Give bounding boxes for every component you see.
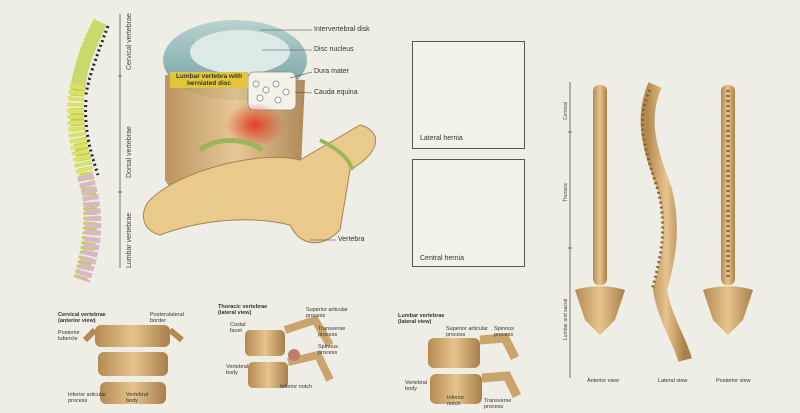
cervical-inferior-articular-process-label: Inferior articular process <box>68 392 107 404</box>
vertebra-label: Vertebra <box>338 236 365 243</box>
lumbar-superior-articular-process-label: Superior articular process <box>446 326 488 338</box>
lumbar-spinous-process-label: Spinous process <box>494 326 514 338</box>
anterior-view-label: Anterior view <box>587 378 619 384</box>
lumbar-transverse-process-label: Transverse process <box>484 398 512 410</box>
lumbar-vertebrae-figure <box>428 333 522 404</box>
spine-posterior-view <box>703 85 753 335</box>
cervical-vertebral-body-label: Vertebral body <box>126 392 149 404</box>
intervertebral-disk-label: Intervertebral disk <box>314 26 370 33</box>
colored-spine-figure <box>67 18 110 283</box>
herniated-disc-illustration <box>142 20 377 244</box>
spine-anterior-view <box>575 85 625 335</box>
central-hernia-box <box>412 159 525 267</box>
lateral-view-label: Lateral view <box>658 378 688 384</box>
dorsal-vertebrae-label: Dorsal vertebrae <box>126 126 133 178</box>
thoracic-transverse-process-label: Transverse process <box>318 326 346 338</box>
full-spine-lumbar-sacral-label: Lumbar and sacral <box>563 298 569 340</box>
cervical-vertebrae-figure <box>82 325 184 404</box>
thoracic-vertebrae-figure <box>245 315 334 388</box>
lumbar-vertebral-body-label: Vertebral body <box>405 380 428 392</box>
posterior-tubercle-label: Posterior tubercle <box>58 330 81 342</box>
cervical-vertebrae-label: Cervical vertebrae <box>126 13 133 70</box>
full-spine-thoracic-label: Thoracic <box>563 182 569 202</box>
herniated-disc-callout: Lumbar vertebra with herniated disc <box>170 72 248 88</box>
full-spine-cervical-label: Cervical <box>563 101 569 120</box>
thoracic-inferior-notch-label: Inferior notch <box>280 384 313 390</box>
posterior-view-label: Posterior view <box>716 378 751 384</box>
lumbar-vertebrae-label: Lumbar vertebrae <box>126 212 133 268</box>
posterolateral-border-label: Posterolateral border <box>150 312 184 324</box>
thoracic-vertebral-body-label: Vertebral body <box>226 364 249 376</box>
disc-nucleus-label: Disc nucleus <box>314 46 354 53</box>
central-hernia-label: Central hernia <box>420 255 464 262</box>
lateral-hernia-label: Lateral hernia <box>420 135 463 142</box>
lumbar-detail-title: Lumbar vertebrae (lateral view) <box>398 313 445 325</box>
thoracic-detail-title: Thoracic vertebrae (lateral view) <box>218 304 268 316</box>
cauda-equina-label: Cauda equina <box>314 89 358 96</box>
cervical-detail-title: Cervical vertebrae (anterior view) <box>58 312 106 324</box>
spine-lateral-view <box>640 82 692 362</box>
thoracic-spinous-process-label: Spinous process <box>318 344 338 356</box>
dura-mater-label: Dura mater <box>314 68 350 75</box>
lumbar-inferior-notch-label: Inferior notch <box>447 395 465 407</box>
thoracic-superior-articular-process-label: Superior articular process <box>306 307 348 319</box>
costal-facet-label: Costal facet <box>230 322 246 334</box>
lateral-hernia-box <box>412 41 525 149</box>
